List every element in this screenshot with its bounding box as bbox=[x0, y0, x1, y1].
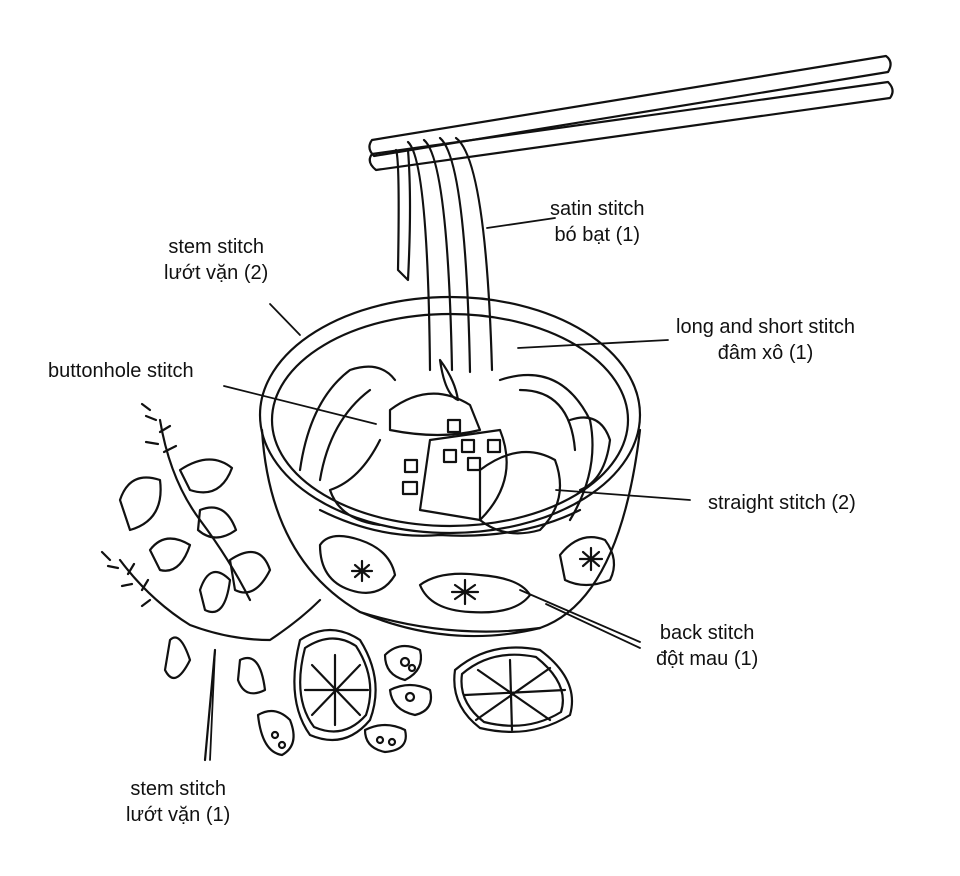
label-stem1-line2: lướt vặn (1) bbox=[126, 804, 231, 826]
label-stem-stitch-2: stem stitch lướt vặn (2) bbox=[164, 234, 268, 286]
label-stem2-line2: lướt vặn (2) bbox=[164, 262, 269, 284]
leader-satin bbox=[486, 217, 556, 229]
label-longshort-line1: long and short stitch bbox=[676, 316, 855, 338]
label-long-and-short-stitch: long and short stitch đâm xô (1) bbox=[676, 314, 855, 366]
leader-straight bbox=[555, 489, 691, 501]
leader-buttonhole bbox=[223, 385, 377, 425]
label-back-line2: đột mau (1) bbox=[656, 648, 759, 670]
label-stem1-line1: stem stitch bbox=[130, 778, 226, 800]
bowl bbox=[258, 295, 642, 638]
label-straight-stitch: straight stitch (2) bbox=[708, 490, 856, 516]
label-satin-line2: bó bạt (1) bbox=[554, 224, 641, 246]
label-stem2-line1: stem stitch bbox=[168, 236, 264, 258]
label-longshort-line2: đâm xô (1) bbox=[717, 342, 814, 364]
label-back-line1: back stitch bbox=[659, 622, 755, 644]
label-buttonhole-line1: buttonhole stitch bbox=[48, 360, 194, 382]
garnish bbox=[256, 629, 574, 757]
leader-back-2 bbox=[545, 603, 641, 649]
bowl-decorations bbox=[318, 534, 616, 614]
leader-longshort bbox=[517, 339, 669, 349]
label-straight-line1: straight stitch (2) bbox=[708, 492, 856, 514]
leader-back-1 bbox=[519, 589, 641, 643]
lifted-noodles bbox=[394, 136, 494, 374]
bowl-contents bbox=[298, 358, 612, 537]
chopsticks bbox=[368, 54, 894, 172]
label-back-stitch: back stitch đột mau (1) bbox=[656, 620, 758, 672]
herb-sprigs bbox=[100, 402, 322, 762]
leader-stem1 bbox=[209, 649, 216, 761]
label-stem-stitch-1: stem stitch lướt vặn (1) bbox=[126, 776, 230, 828]
leader-stem2 bbox=[269, 303, 301, 336]
label-buttonhole-stitch: buttonhole stitch bbox=[48, 358, 194, 384]
label-satin-stitch: satin stitch bó bạt (1) bbox=[550, 196, 644, 248]
leader-lines bbox=[209, 217, 691, 761]
label-satin-line1: satin stitch bbox=[550, 198, 645, 220]
